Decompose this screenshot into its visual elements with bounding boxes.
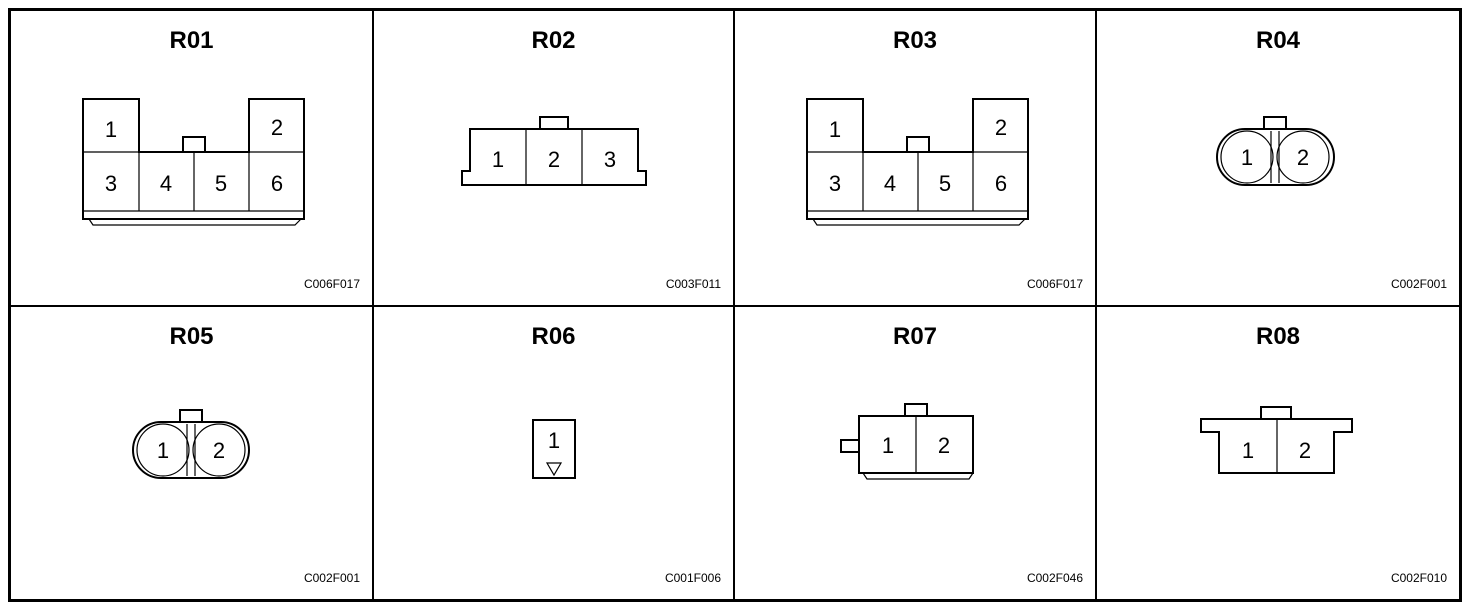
pin-label: 3 — [604, 147, 616, 172]
pin-label: 2 — [548, 147, 560, 172]
connector-title: R06 — [531, 323, 576, 350]
connector-r07-diagram: 1 2 — [840, 403, 974, 480]
connector-cell-r08: R08 1 2 C002F010 — [1097, 307, 1459, 599]
connector-r01-diagram: 1 2 3 4 5 6 — [82, 98, 305, 226]
connector-cell-r05: R05 1 2 C002F001 — [11, 307, 374, 599]
connector-title: R08 — [1255, 323, 1301, 350]
pin-label: 1 — [882, 433, 894, 458]
connector-r08-diagram: 1 2 — [1200, 406, 1353, 474]
pin-label: 4 — [160, 171, 172, 196]
part-code: C002F001 — [303, 571, 360, 585]
part-code: C006F017 — [303, 277, 360, 291]
connector-r04-diagram: 1 2 — [1216, 116, 1335, 186]
pin-label: 1 — [548, 428, 560, 453]
pin-label: 1 — [1242, 438, 1254, 463]
pin-label: 1 — [105, 117, 117, 142]
pin-label: 5 — [215, 171, 227, 196]
part-code: C003F011 — [665, 277, 721, 291]
connector-title: R04 — [1255, 27, 1301, 54]
connector-cell-r07: R07 1 2 C002F046 — [735, 307, 1097, 599]
connector-cell-r03: R03 1 2 3 4 5 6 C006F017 — [735, 11, 1097, 307]
connector-cell-r01: R01 1 2 3 4 5 6 C006F017 — [11, 11, 374, 307]
pin-label: 1 — [829, 117, 841, 142]
part-code: C006F017 — [1026, 277, 1083, 291]
pin-label: 4 — [884, 171, 896, 196]
connector-r06-diagram: 1 — [532, 419, 576, 479]
connector-title: R01 — [169, 27, 214, 54]
part-code: C002F001 — [1390, 277, 1447, 291]
connector-cell-r06: R06 1 C001F006 — [374, 307, 735, 599]
pin-label: 1 — [1241, 145, 1253, 170]
pin-label: 2 — [1297, 145, 1309, 170]
connector-cell-r02: R02 1 2 3 C003F011 — [374, 11, 735, 307]
connector-grid: R01 1 2 3 4 5 6 C006F017 R02 1 2 3 C003F… — [8, 8, 1462, 602]
connector-r03-diagram: 1 2 3 4 5 6 — [806, 98, 1029, 226]
part-code: C002F010 — [1390, 571, 1447, 585]
pin-label: 2 — [995, 115, 1007, 140]
pin-label: 2 — [213, 438, 225, 463]
pin-label: 2 — [938, 433, 950, 458]
part-code: C001F006 — [664, 571, 721, 585]
connector-title: R02 — [531, 27, 576, 54]
connector-title: R07 — [892, 323, 938, 350]
connector-title: R03 — [892, 27, 938, 54]
pin-label: 2 — [1299, 438, 1311, 463]
pin-label: 6 — [271, 171, 283, 196]
part-code: C002F046 — [1026, 571, 1083, 585]
pin-label: 6 — [995, 171, 1007, 196]
pin-label: 3 — [829, 171, 841, 196]
connector-title: R05 — [169, 323, 214, 350]
connector-r05-diagram: 1 2 — [132, 409, 250, 479]
pin-label: 5 — [939, 171, 951, 196]
connector-cell-r04: R04 1 2 C002F001 — [1097, 11, 1459, 307]
pin-label: 2 — [271, 115, 283, 140]
pin-label: 1 — [157, 438, 169, 463]
pin-label: 1 — [492, 147, 504, 172]
pin-label: 3 — [105, 171, 117, 196]
connector-r02-diagram: 1 2 3 — [461, 116, 647, 186]
